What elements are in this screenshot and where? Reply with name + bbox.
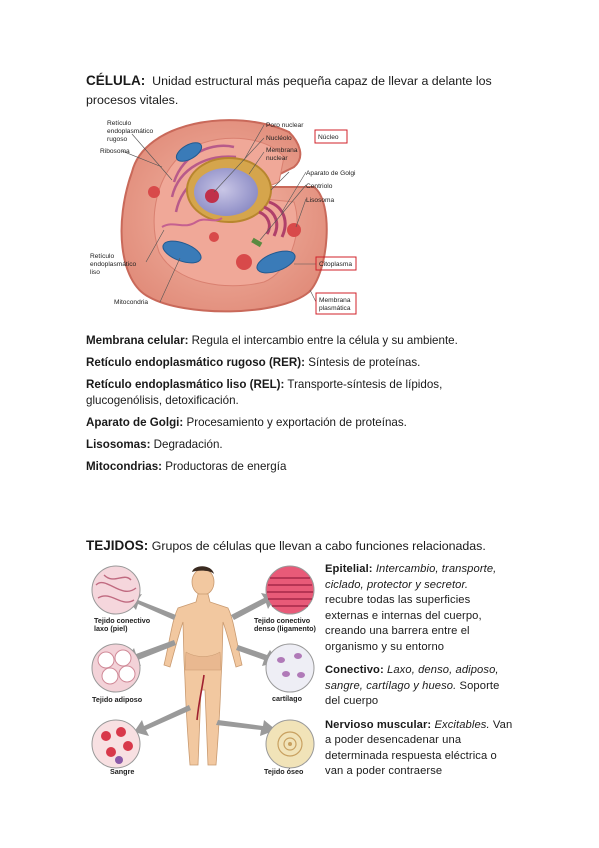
label-conectivo-laxo: Tejido conectivo laxo (piel) (94, 616, 152, 633)
nucleo-box (314, 129, 348, 144)
lysosome-shape-2 (236, 254, 252, 270)
label-nucleo: Núcleo (318, 134, 339, 141)
nervioso-description: Nervioso muscular: Excitables. Van a pod… (325, 718, 513, 778)
tissues-figure: Tejido conectivo laxo (piel) Tejido cone… (91, 565, 317, 776)
tejidos-intro: TEJIDOS: Grupos de células que llevan a … (86, 536, 556, 556)
lysosome-shape-3 (148, 186, 160, 198)
conectivo-description: Conectivo: Laxo, denso, adiposo, sangre,… (325, 664, 500, 707)
epitelial-description: Epitelial: Intercambio, transporte, cicl… (325, 563, 497, 653)
celula-text-2: procesos vitales. (86, 93, 179, 107)
label-centriolo: Centriolo (306, 183, 333, 190)
cell-diagram: Retículo endoplasmático rugoso Ribosoma … (90, 119, 357, 315)
tissue-descriptions: Epitelial: Intercambio, transporte, cicl… (325, 562, 555, 780)
label-reticulo-liso: Retículo endoplasmático liso (90, 253, 138, 276)
mitochondria-shape-2 (256, 250, 296, 274)
definition-mitocondrias: Mitocondrias: Productoras de energía (86, 460, 287, 473)
definition-golgi: Aparato de Golgi: Procesamiento y export… (86, 416, 407, 429)
label-cartilago: cartílago (272, 694, 303, 703)
nucleus-shape (194, 168, 258, 216)
label-aparato-golgi: Aparato de Golgi (306, 170, 356, 177)
label-adiposo: Tejido adiposo (92, 695, 143, 704)
tissue-cartilage-circle (265, 643, 315, 693)
tejidos-text: Grupos de células que llevan a cabo func… (151, 539, 486, 553)
pointer-arrows (126, 593, 278, 736)
tissue-bone-circle (265, 719, 315, 769)
label-conectivo-denso: Tejido conectivo denso (ligamento) (254, 616, 317, 633)
lysosome-shape-4 (209, 232, 219, 242)
tissue-adipose-circle (91, 643, 141, 693)
label-membrana-nuclear: Membrana nuclear (266, 147, 299, 162)
definition-rer: Retículo endoplasmático rugoso (RER): Sí… (86, 356, 421, 369)
celula-heading: CÉLULA: (86, 73, 146, 88)
label-ribosoma: Ribosoma (100, 148, 130, 155)
label-nucleolo: Nucléolo (266, 135, 292, 142)
citoplasma-box (315, 256, 357, 271)
label-mitocondria: Mitocondria (114, 299, 148, 306)
label-oseo: Tejido óseo (264, 767, 304, 776)
nucleolus-shape (205, 189, 219, 203)
leader-lines (121, 124, 317, 303)
tissue-blood-circle (91, 719, 141, 769)
centriole-shape (251, 237, 263, 248)
tejidos-heading: TEJIDOS: (86, 538, 149, 553)
label-membrana-plasmatica: Membrana plasmática (319, 297, 352, 312)
golgi-shape (258, 200, 287, 238)
membrana-plasmatica-box (315, 292, 357, 315)
tissue-loose-connective-circle (91, 565, 141, 615)
definition-membrana: Membrana celular: Regula el intercambio … (86, 334, 458, 347)
mitochondria-shape-3 (175, 142, 203, 162)
celula-text-1: Unidad estructural más pequeña capaz de … (152, 74, 492, 88)
definition-lisosomas: Lisosomas: Degradación. (86, 438, 223, 451)
label-sangre: Sangre (110, 767, 134, 776)
lysosome-shape-1 (287, 223, 301, 237)
label-poro-nuclear: Poro nuclear (266, 122, 304, 129)
label-reticulo-rugoso: Retículo endoplasmático rugoso (107, 120, 155, 143)
celula-intro: CÉLULA: Unidad estructural más pequeña c… (86, 71, 546, 110)
tissue-dense-connective-circle (265, 565, 315, 615)
smooth-er-shape (161, 217, 223, 228)
human-body-shape (163, 566, 243, 766)
definition-rel: Retículo endoplasmático liso (REL): Tran… (86, 378, 443, 407)
label-lisosoma: Lisosoma (306, 197, 335, 204)
definitions-list: Membrana celular: Regula el intercambio … (86, 333, 556, 475)
label-citoplasma: Citoplasma (319, 261, 352, 268)
